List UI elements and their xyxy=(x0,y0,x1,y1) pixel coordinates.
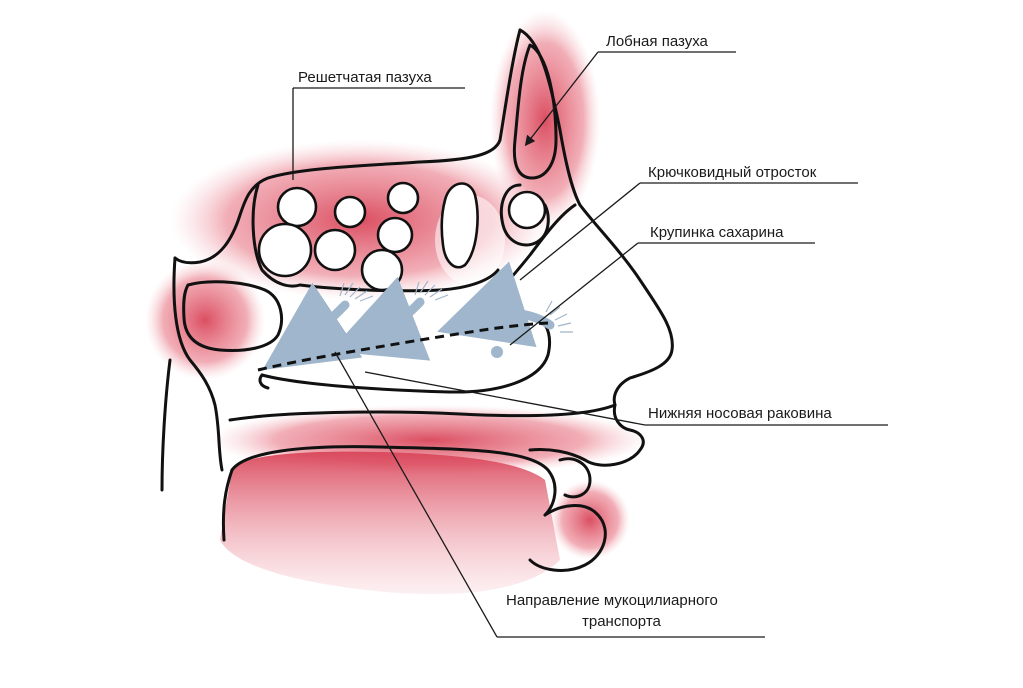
flow-arrow-2 xyxy=(330,276,431,361)
transport-dashed-path xyxy=(257,321,549,372)
label-uncinate-process: Крючковидный отросток xyxy=(648,164,817,181)
label-frontal-sinus: Лобная пазуха xyxy=(606,33,709,50)
label-inferior-turbinate: Нижняя носовая раковина xyxy=(648,405,832,422)
anatomy-outline xyxy=(160,28,674,572)
saccharin-grain-dot xyxy=(491,346,503,358)
leader-lines xyxy=(292,51,888,638)
flow-arrow-1 xyxy=(262,282,363,370)
label-mucociliary-line2: транспорта xyxy=(582,613,662,630)
label-mucociliary-line1: Направление мукоцилиарного xyxy=(506,592,718,609)
label-ethmoid-sinus: Решетчатая пазуха xyxy=(298,69,432,86)
label-saccharin-grain: Крупинка сахарина xyxy=(650,224,784,241)
